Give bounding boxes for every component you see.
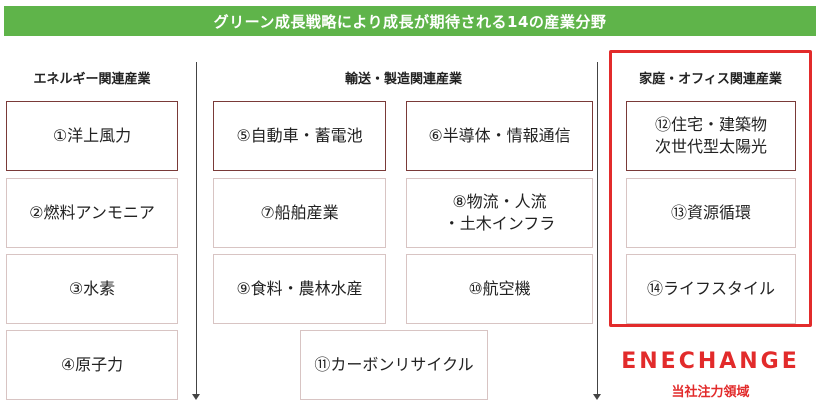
industry-box-4: ④原子力	[6, 330, 178, 400]
industry-box-12: ⑫住宅・建築物 次世代型太陽光	[626, 101, 796, 171]
column-heading-transport: 輸送・製造関連産業	[344, 72, 462, 87]
industry-box-10: ⑩航空機	[406, 254, 593, 324]
industry-box-14: ⑭ライフスタイル	[626, 254, 796, 324]
column-heading-energy: エネルギー関連産業	[33, 72, 151, 87]
banner-title: グリーン成長戦略により成長が期待される14の産業分野	[4, 6, 816, 36]
industry-box-11: ⑪カーボンリサイクル	[300, 330, 488, 400]
industry-box-8: ⑧物流・人流 ・土木インフラ	[406, 178, 593, 248]
divider-arrow-left	[192, 62, 200, 400]
focus-area-frame	[609, 50, 812, 327]
industry-box-13: ⑬資源循環	[626, 178, 796, 248]
industry-box-3: ③水素	[6, 254, 178, 324]
industry-box-6: ⑥半導体・情報通信	[406, 101, 593, 171]
column-heading-home: 家庭・オフィス関連産業	[639, 72, 782, 87]
divider-arrow-right	[593, 62, 601, 400]
focus-area-label: 当社注力領域	[671, 385, 750, 400]
industry-box-7: ⑦船舶産業	[213, 178, 386, 248]
enechange-logo: ENECHANGE	[621, 349, 800, 374]
industry-box-9: ⑨食料・農林水産	[213, 254, 386, 324]
industry-box-1: ①洋上風力	[6, 101, 178, 171]
industry-box-2: ②燃料アンモニア	[6, 178, 178, 248]
industry-box-5: ⑤自動車・蓄電池	[213, 101, 386, 171]
